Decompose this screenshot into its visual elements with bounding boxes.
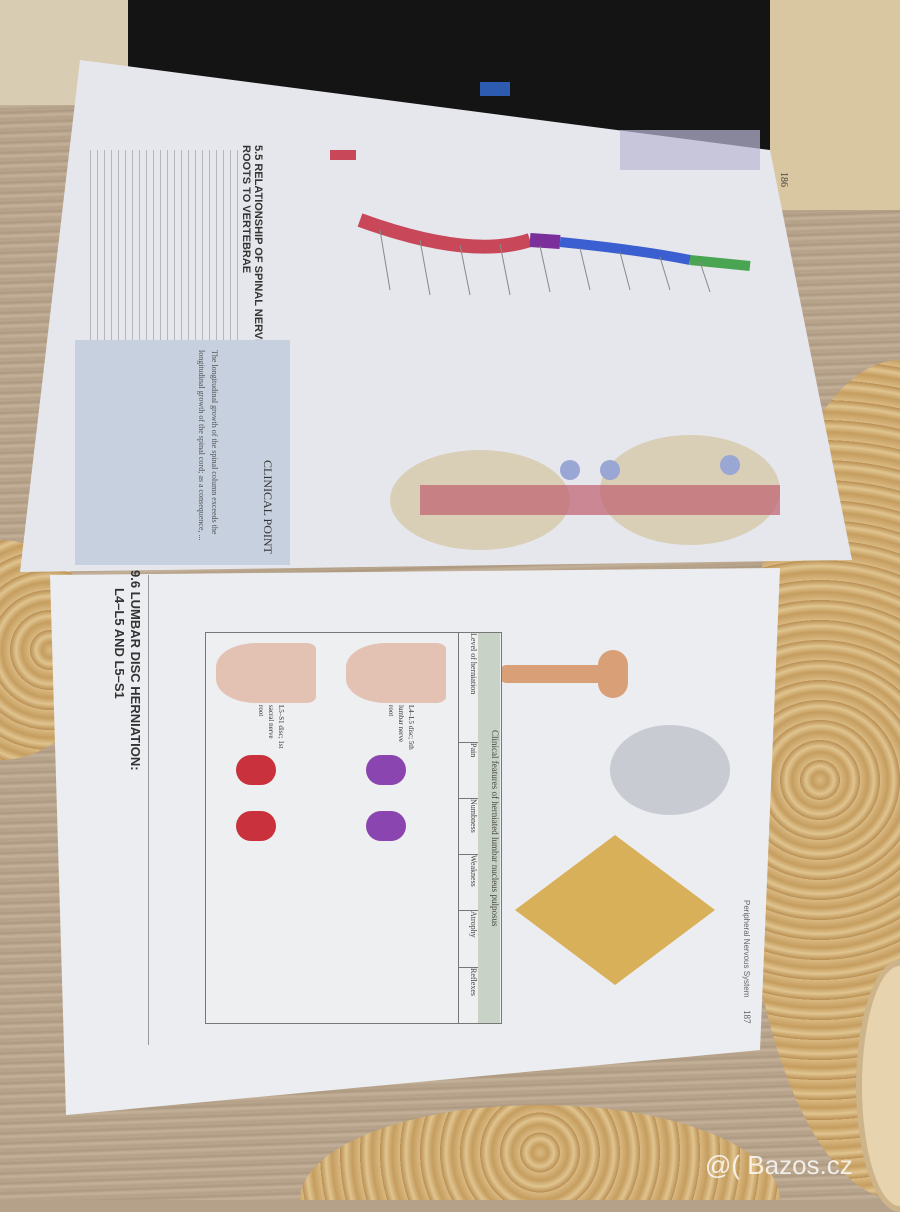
thoracic-segment — [559, 237, 691, 265]
cervical-segment — [689, 255, 751, 271]
section-subtitle-bottom: L4–L5 AND L5–S1 — [112, 588, 127, 699]
page-number-top: 186 — [778, 172, 789, 187]
body-text-top — [90, 150, 240, 340]
bookmark-tab — [480, 82, 510, 96]
watermark: @( Bazos.cz — [705, 1150, 853, 1180]
header-numbness: Numbness — [458, 799, 478, 856]
numbness-map-l4l5 — [366, 811, 406, 841]
running-header: Peripheral Nervous System — [742, 900, 751, 998]
table-caption: Clinical features of herniated lumbar nu… — [478, 633, 500, 1023]
pain-map-l4l5 — [366, 755, 406, 785]
section-title-bottom: 9.6 LUMBAR DISC HERNIATION: — [128, 570, 143, 771]
wall-background-right — [770, 0, 900, 210]
margin-rule — [148, 575, 149, 1045]
header-level: Level of herniation — [458, 633, 478, 743]
table-header-row: Level of herniation Pain Numbness Weakne… — [458, 633, 478, 1023]
spinal-cord-illustration — [357, 213, 751, 296]
clinical-point-box: CLINICAL POINT The longitudinal growth o… — [75, 340, 290, 565]
spine-illustration-l5s1 — [216, 643, 316, 703]
header-atrophy: Atrophy — [458, 911, 478, 968]
pain-map-l5s1 — [236, 755, 276, 785]
clinical-features-table: Clinical features of herniated lumbar nu… — [205, 632, 502, 1024]
header-reflexes: Reflexes — [469, 967, 478, 996]
header-weakness: Weakness — [458, 855, 478, 912]
spine-illustration-l4l5 — [346, 643, 446, 703]
level-l5s1: L5–S1 disc; 1st sacral nerve root — [257, 705, 285, 749]
vertebra-cross-section — [610, 725, 730, 815]
page-number-bottom: 187 — [742, 1010, 752, 1024]
page-edge-tab — [620, 130, 760, 170]
clinical-point-title: CLINICAL POINT — [261, 460, 275, 554]
numbness-map-l5s1 — [236, 811, 276, 841]
level-l4l5: L4–L5 disc; 5th lumbar nerve root — [387, 705, 415, 750]
table-row: L5–S1 disc; 1st sacral nerve root — [206, 633, 336, 1023]
section-title-top: 5.5 RELATIONSHIP OF SPINAL NERVE ROOTS T… — [240, 145, 264, 347]
table-row: L4–L5 disc; 5th lumbar nerve root — [336, 633, 459, 1024]
header-pain: Pain — [458, 743, 478, 799]
lumbar-segment — [357, 213, 533, 254]
sacrum-illustration — [390, 435, 780, 550]
clinical-point-text: The longitudinal growth of the spinal co… — [197, 350, 219, 541]
legend-swatch-red — [330, 150, 356, 160]
nerve-roots — [379, 229, 711, 296]
body-back-illustration — [498, 640, 628, 700]
thoracolumbar-segment — [529, 233, 561, 249]
